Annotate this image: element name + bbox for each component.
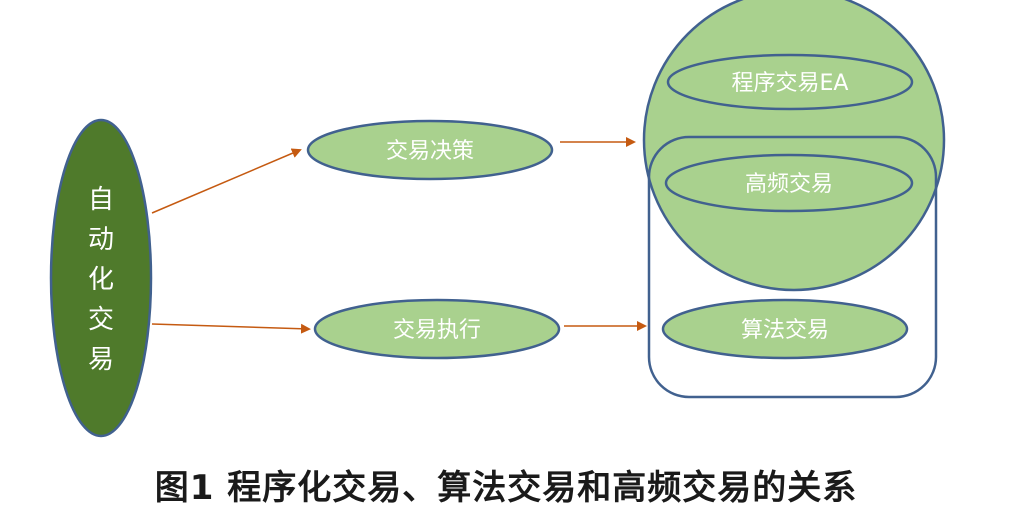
program-trading-circle (642, 0, 946, 292)
high-frequency-label: 高频交易 (745, 172, 833, 197)
algorithmic-trading-node (661, 298, 909, 360)
automated-trading-label: 自动化交易 (88, 185, 114, 375)
algorithmic-trading-frame (647, 135, 938, 399)
algorithmic-trading-label: 算法交易 (741, 318, 829, 343)
arrow-automated-to-decision (151, 148, 302, 214)
figure-caption: 图1 程序化交易、算法交易和高频交易的关系 (154, 468, 858, 508)
trading-decision-node (306, 119, 554, 181)
program-ea-label: 程序交易EA (732, 71, 849, 96)
program-ea-node (666, 53, 914, 111)
trading-execution-node (313, 298, 561, 360)
arrow-automated-to-execution (151, 323, 311, 334)
automated-trading-node (49, 118, 153, 438)
high-frequency-node (664, 153, 914, 213)
trading-decision-label: 交易决策 (386, 139, 474, 164)
trading-execution-label: 交易执行 (393, 318, 481, 343)
